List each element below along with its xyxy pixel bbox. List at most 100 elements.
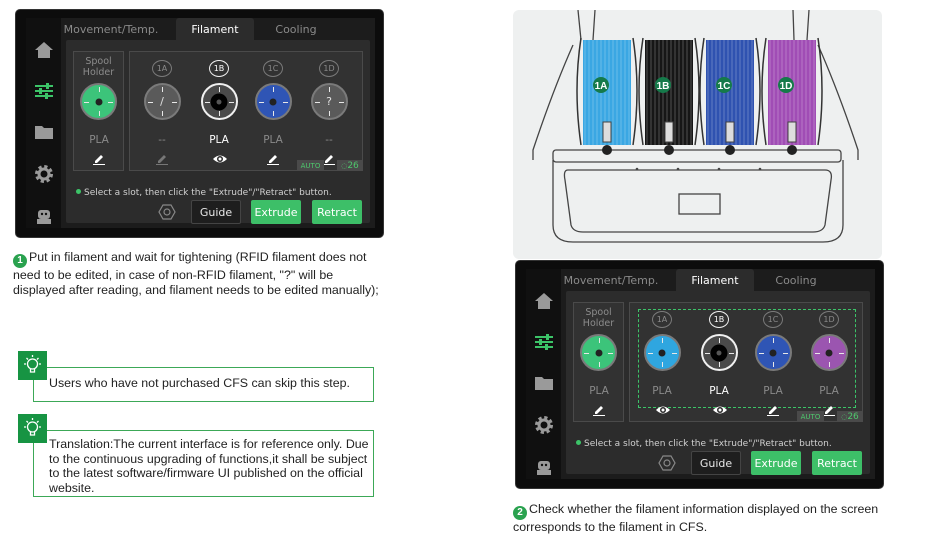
- tab-filament[interactable]: Filament: [676, 269, 754, 291]
- edit-icon[interactable]: [322, 150, 336, 166]
- retract-button[interactable]: Retract: [312, 200, 362, 224]
- tab-movement-temp[interactable]: Movement/Temp.: [563, 273, 659, 287]
- filament-spool-circle[interactable]: [700, 334, 738, 371]
- tip-box-translation: Translation:The current interface is for…: [33, 430, 374, 497]
- filament-panel: Spool Holder PLA 1A PLA 1B PLA 1C PLA 1D…: [566, 291, 870, 475]
- hint-text: Select a slot, then click the "Extrude"/…: [84, 188, 332, 198]
- controls-sliders-icon[interactable]: [34, 81, 54, 101]
- slot-center-text: /: [160, 95, 164, 108]
- slot-center-text: ?: [326, 95, 332, 108]
- edit-icon[interactable]: [155, 150, 169, 166]
- slot-label: 1D: [819, 311, 839, 328]
- controls-sliders-icon[interactable]: [534, 332, 554, 352]
- retract-button[interactable]: Retract: [812, 451, 862, 475]
- cfs-slots-box: 1A PLA 1B PLA 1C PLA 1D PLA AUTO◌26: [629, 302, 863, 422]
- eye-icon[interactable]: [212, 150, 227, 163]
- edit-icon[interactable]: [92, 150, 106, 166]
- settings-gear-icon[interactable]: [534, 415, 554, 435]
- spool-holder-title: Spool: [585, 307, 612, 318]
- home-icon[interactable]: [534, 291, 554, 311]
- spool-holder-material: PLA: [589, 385, 609, 397]
- edit-icon[interactable]: [822, 401, 836, 417]
- home-icon[interactable]: [34, 40, 54, 60]
- slot-material: PLA: [652, 385, 672, 397]
- filament-spool-circle[interactable]: [643, 334, 681, 371]
- robot-assistant-icon[interactable]: [534, 457, 554, 477]
- tab-cooling[interactable]: Cooling: [775, 273, 817, 287]
- spool-holder-title: Holder: [82, 67, 115, 78]
- filament-spool-circle[interactable]: [810, 334, 848, 371]
- nozzle-clean-icon[interactable]: [158, 203, 176, 221]
- guide-button[interactable]: Guide: [691, 451, 741, 475]
- spool-label: 1C: [718, 81, 731, 92]
- slots-highlight-frame: [638, 309, 856, 408]
- spool-holder-box[interactable]: Spool Holder PLA: [573, 302, 624, 422]
- tab-cooling[interactable]: Cooling: [275, 22, 317, 36]
- humidity-badge: ◌26: [337, 160, 363, 171]
- spool-1d: 1D: [761, 37, 823, 155]
- slot-label: 1C: [763, 311, 783, 328]
- guide-button[interactable]: Guide: [191, 200, 241, 224]
- spool-label: 1A: [595, 81, 608, 92]
- edit-icon[interactable]: [592, 401, 606, 417]
- lightbulb-icon: [18, 414, 47, 443]
- auto-badge[interactable]: AUTO: [297, 160, 324, 171]
- extrude-button[interactable]: Extrude: [251, 200, 301, 224]
- tip-text: Users who have not purchased CFS can ski…: [49, 376, 350, 390]
- status-dot-icon: [76, 189, 81, 194]
- slot-label: 1B: [209, 60, 229, 77]
- step-1-text: Put in filament and wait for tightening …: [13, 250, 379, 297]
- nozzle-clean-icon[interactable]: [658, 454, 676, 472]
- step-number-badge: 1: [13, 254, 27, 268]
- filament-panel: Spool Holder PLA 1A / -- 1B PLA 1C PLA 1…: [66, 40, 370, 224]
- hint-text: Select a slot, then click the "Extrude"/…: [584, 439, 832, 449]
- spool-1c: 1C: [699, 37, 761, 155]
- sidebar: [526, 269, 561, 479]
- auto-badge[interactable]: AUTO: [797, 411, 824, 422]
- slot-material: PLA: [209, 134, 229, 146]
- folder-icon[interactable]: [34, 122, 54, 142]
- humidity-value: 26: [847, 411, 859, 422]
- slot-material: PLA: [263, 134, 283, 146]
- step-2-text: Check whether the filament information d…: [513, 502, 879, 534]
- printer-screen-step1: Movement/Temp. Filament Cooling Spool Hold…: [15, 9, 384, 238]
- robot-assistant-icon[interactable]: [34, 206, 54, 226]
- tab-filament[interactable]: Filament: [176, 18, 254, 40]
- spool-label: 1B: [657, 81, 670, 92]
- instruction-hint: Select a slot, then click the "Extrude"/…: [576, 439, 832, 449]
- tip-box-skip: Users who have not purchased CFS can ski…: [33, 367, 374, 402]
- tip-text: Translation:The current interface is for…: [49, 437, 369, 495]
- humidity-icon: ◌: [841, 412, 848, 421]
- tab-movement-temp[interactable]: Movement/Temp.: [63, 22, 159, 36]
- filament-spool-circle[interactable]: [200, 83, 238, 120]
- extrude-button[interactable]: Extrude: [751, 451, 801, 475]
- humidity-badge: ◌26: [837, 411, 863, 422]
- edit-icon[interactable]: [766, 401, 780, 417]
- slot-material: PLA: [709, 385, 729, 397]
- slot-material: PLA: [819, 385, 839, 397]
- filament-spool-circle[interactable]: [580, 334, 617, 371]
- filament-spool-circle[interactable]: ?: [310, 83, 348, 120]
- settings-gear-icon[interactable]: [34, 164, 54, 184]
- spool-1b: 1B: [638, 37, 700, 155]
- slot-label: 1C: [263, 60, 283, 77]
- spool-holder-box[interactable]: Spool Holder PLA: [73, 51, 124, 171]
- filament-spool-circle[interactable]: [80, 83, 117, 120]
- slot-material: --: [325, 134, 333, 146]
- instruction-hint: Select a slot, then click the "Extrude"/…: [76, 188, 332, 198]
- lightbulb-icon: [18, 351, 47, 380]
- slot-material: PLA: [763, 385, 783, 397]
- folder-icon[interactable]: [534, 373, 554, 393]
- eye-icon[interactable]: [655, 401, 670, 414]
- filament-spool-circle[interactable]: /: [143, 83, 181, 120]
- filament-spool-circle[interactable]: [754, 334, 792, 371]
- filament-spool-circle[interactable]: [254, 83, 292, 120]
- edit-icon[interactable]: [266, 150, 280, 166]
- status-dot-icon: [576, 440, 581, 445]
- eye-icon[interactable]: [712, 401, 727, 414]
- step-number-badge: 2: [513, 506, 527, 520]
- cfs-slots-box: 1A / -- 1B PLA 1C PLA 1D ? -- AUTO◌26: [129, 51, 363, 171]
- spool-holder-title: Spool: [85, 56, 112, 67]
